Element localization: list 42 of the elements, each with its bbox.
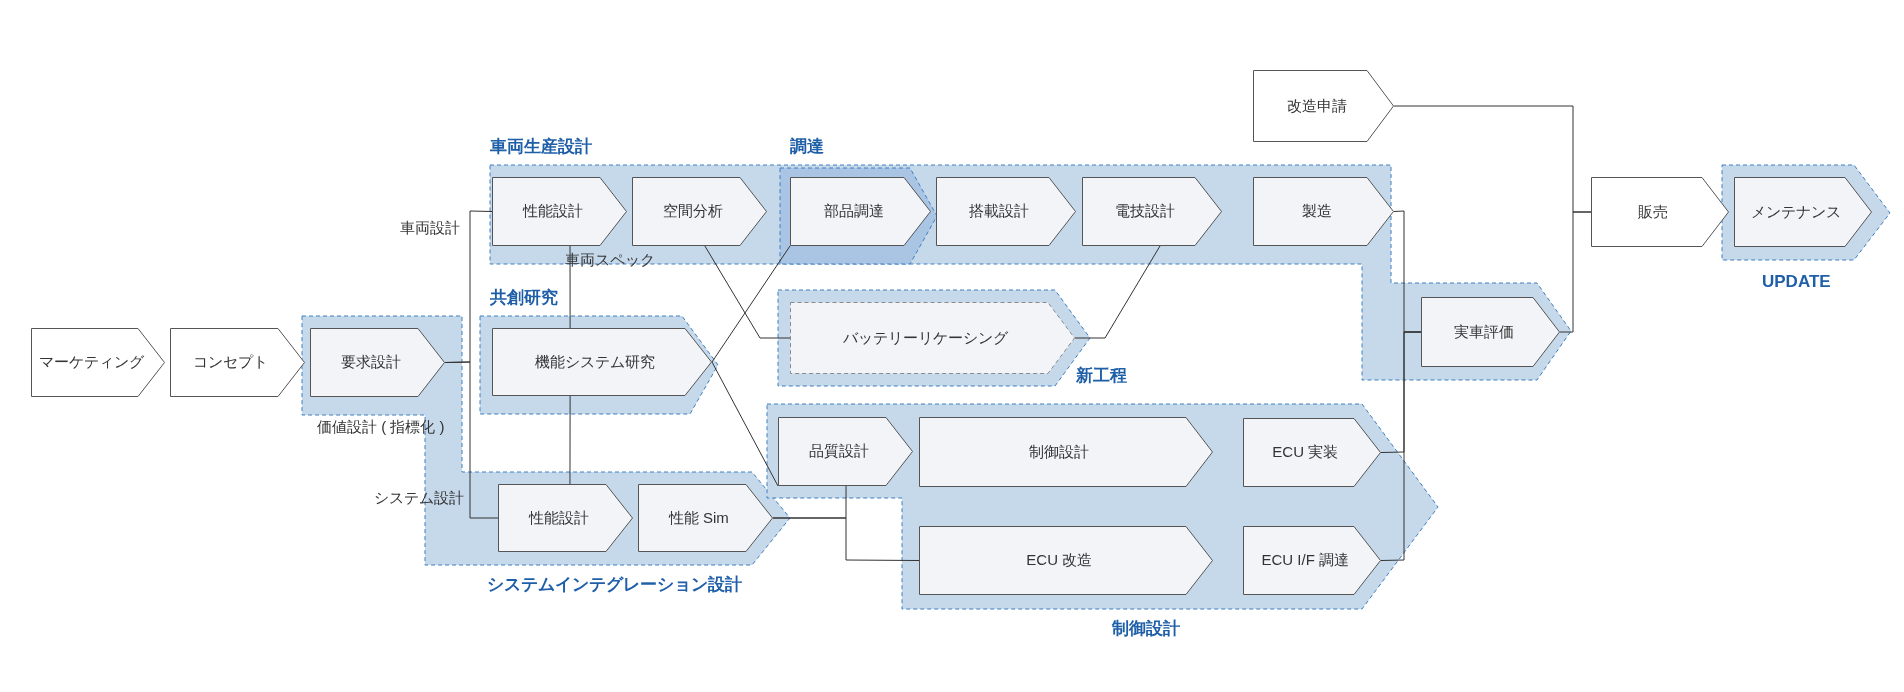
connector-line [444,361,499,519]
annotation-text: システム設計 [374,489,464,508]
process-step: 搭載設計 [936,177,1076,246]
process-step: 部品調達 [790,177,931,246]
group-heading: 新工程 [1076,365,1127,387]
process-step: 機能システム研究 [492,328,712,396]
annotation-text: 車両設計 [400,219,460,238]
process-step: メンテナンス [1734,177,1872,247]
process-step: ECU I/F 調達 [1243,526,1381,595]
process-step: 実車評価 [1421,297,1560,367]
group-heading: 調達 [790,136,824,158]
process-step: ECU 実装 [1243,418,1381,487]
process-step: マーケティング [31,328,165,397]
group-heading: 共創研究 [490,287,558,309]
process-step: 品質設計 [778,417,913,486]
group-heading: 制御設計 [1112,618,1180,640]
group-heading: システムインテグレーション設計 [487,574,742,596]
annotation-text: 車両スペック [565,251,655,270]
process-step: 電技設計 [1082,177,1222,246]
process-step: 性能設計 [492,177,627,246]
process-step: コンセプト [170,328,305,397]
connector-line [569,395,571,485]
process-step: 制御設計 [919,417,1213,487]
connector-line [704,245,791,339]
process-step: 製造 [1253,177,1394,246]
connector-line [1559,211,1592,333]
process-step: 販売 [1591,177,1729,247]
process-step: 性能設計 [498,484,633,552]
group-heading: UPDATE [1762,272,1831,292]
process-step: バッテリーリケーシング [790,302,1075,374]
process-step: ECU 改造 [919,526,1213,595]
process-step: 改造申請 [1253,70,1394,142]
connector-line [711,361,779,487]
connector-line [772,517,920,561]
connector-line [1380,331,1422,561]
process-step: 空間分析 [632,177,767,246]
connector-line [1074,245,1161,339]
annotation-text: 価値設計 ( 指標化 ) [317,418,445,437]
group-heading: 車両生産設計 [490,136,592,158]
process-step: 要求設計 [310,328,445,397]
process-step: 性能 Sim [638,484,773,552]
connector-line [569,245,571,329]
